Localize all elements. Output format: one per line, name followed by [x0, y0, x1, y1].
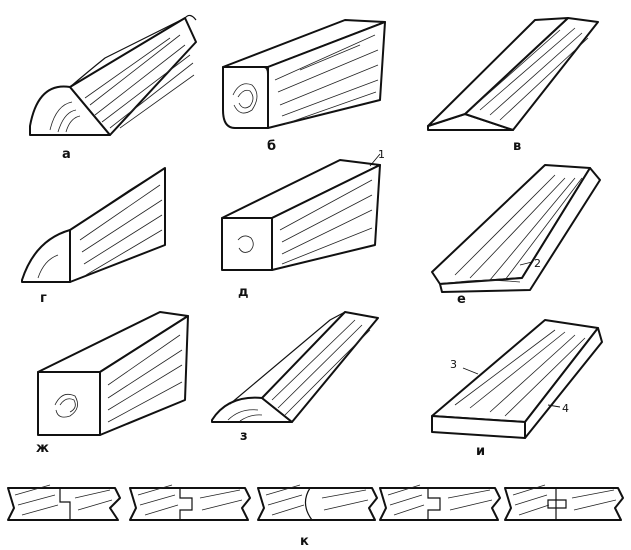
profile-v-thin-strip: в: [427, 17, 599, 154]
joint-2-tongue-groove: [129, 484, 251, 521]
callout-1: 1: [378, 148, 385, 161]
callout-3: 3: [450, 358, 457, 371]
joint-5-loose-tongue: [504, 484, 624, 521]
profile-d-square-beam: 1 д: [221, 148, 385, 300]
label-v: в: [513, 139, 521, 154]
profile-b-rounded-beam: б: [222, 19, 386, 154]
profile-i-plank: 3 4 и: [431, 319, 603, 459]
label-a: а: [62, 147, 71, 162]
joint-3-round-tongue: [257, 484, 378, 521]
label-zh: ж: [36, 441, 49, 456]
label-z: з: [240, 429, 248, 444]
profile-zh-large-beam: ж: [36, 311, 189, 456]
label-e: е: [457, 292, 466, 307]
callout-4: 4: [562, 402, 569, 415]
label-i: и: [476, 444, 485, 459]
label-k: к: [300, 534, 309, 549]
label-g: г: [40, 291, 47, 306]
profile-e-wane-board: 2 е: [431, 164, 601, 307]
label-b: б: [267, 139, 276, 154]
profile-z-half-round-slab: з: [211, 311, 379, 444]
profile-g-quarter-round: г: [21, 167, 166, 306]
callout-2: 2: [534, 257, 541, 270]
label-d: д: [238, 285, 249, 300]
joint-4-tongue-groove-2: [379, 484, 501, 521]
profile-a-half-round: а: [29, 14, 197, 162]
joint-1-rebate: [7, 484, 121, 521]
